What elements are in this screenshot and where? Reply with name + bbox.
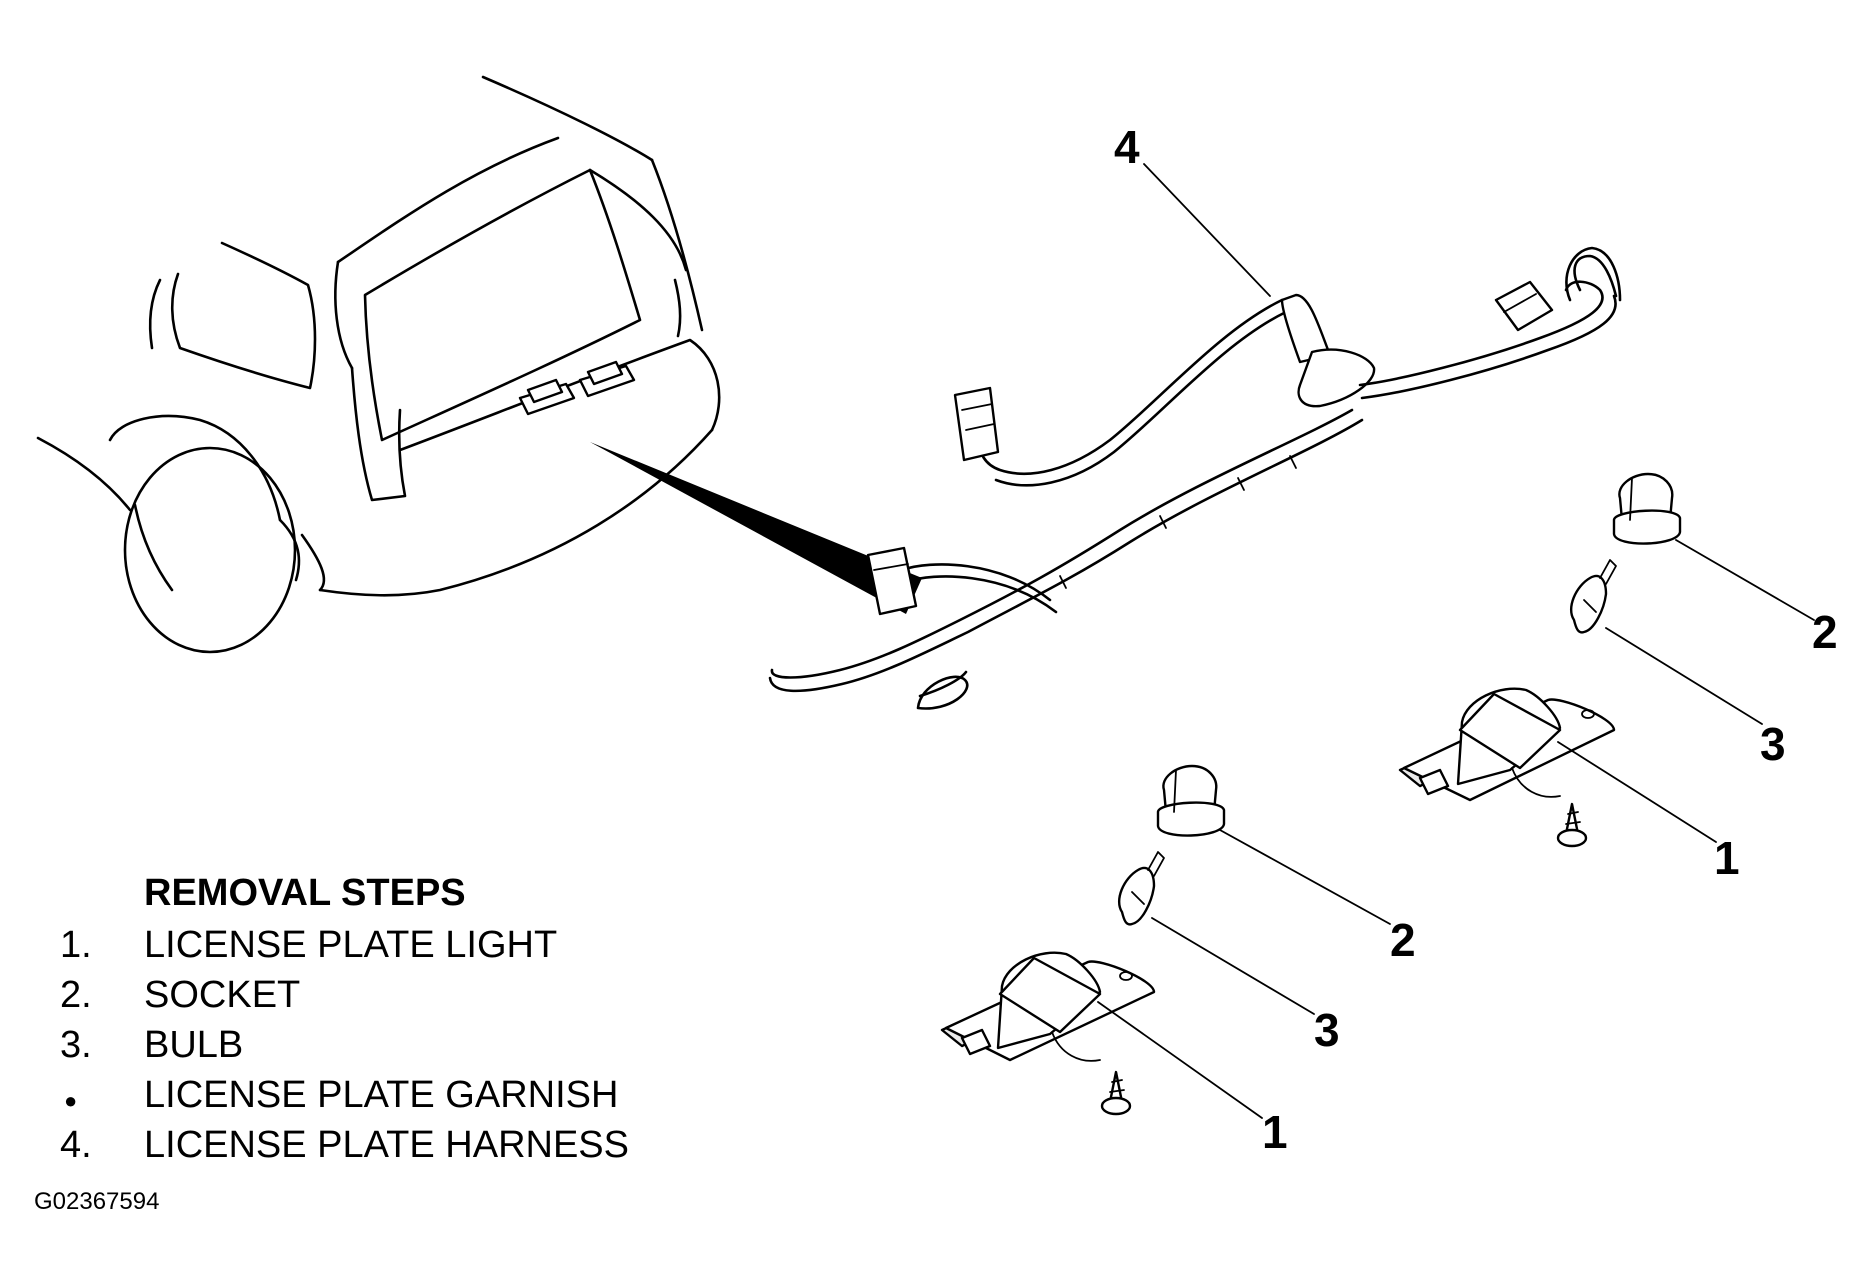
figure-code: G02367594 [34, 1188, 160, 1215]
license-plate-harness [768, 246, 1622, 710]
legend-text: BULB [144, 1024, 244, 1066]
legend-item: 4. LICENSE PLATE HARNESS [60, 1124, 700, 1174]
legend-text: LICENSE PLATE LIGHT [144, 924, 558, 966]
screw-upper [1556, 802, 1588, 848]
legend-text: LICENSE PLATE GARNISH [144, 1074, 619, 1116]
callout-bulb-lower: 3 [1314, 1004, 1340, 1056]
callout-light-lower: 1 [1262, 1106, 1288, 1158]
callout-socket-lower: 2 [1390, 914, 1416, 966]
legend-marker: 4. [60, 1124, 92, 1166]
license-plate-light-lower [940, 951, 1156, 1062]
legend-title: REMOVAL STEPS [144, 872, 466, 914]
legend-item: 3. BULB [60, 1024, 700, 1074]
legend-text: LICENSE PLATE HARNESS [144, 1124, 630, 1166]
leader-lines [1097, 163, 1815, 1119]
legend-marker: 2. [60, 974, 92, 1016]
legend-item: ● LICENSE PLATE GARNISH [60, 1074, 700, 1124]
socket-lower [1156, 764, 1226, 837]
vehicle-rear-illustration [36, 75, 922, 654]
callout-harness: 4 [1114, 121, 1140, 173]
legend-item: 2. SOCKET [60, 974, 700, 1024]
legend-text: SOCKET [144, 974, 301, 1016]
legend-marker: 3. [60, 1024, 92, 1066]
callout-light-upper: 1 [1714, 832, 1740, 884]
license-plate-light-upper [1398, 687, 1616, 802]
screw-lower [1100, 1070, 1132, 1116]
legend-item: 1. LICENSE PLATE LIGHT [60, 924, 700, 974]
bulb-upper [1569, 559, 1617, 634]
callout-bulb-upper: 3 [1760, 718, 1786, 770]
bulb-lower [1117, 851, 1165, 926]
socket-upper [1612, 472, 1682, 545]
callout-socket-upper: 2 [1812, 606, 1838, 658]
bullet-dot-icon: ● [64, 1088, 78, 1113]
legend-marker: 1. [60, 924, 92, 966]
